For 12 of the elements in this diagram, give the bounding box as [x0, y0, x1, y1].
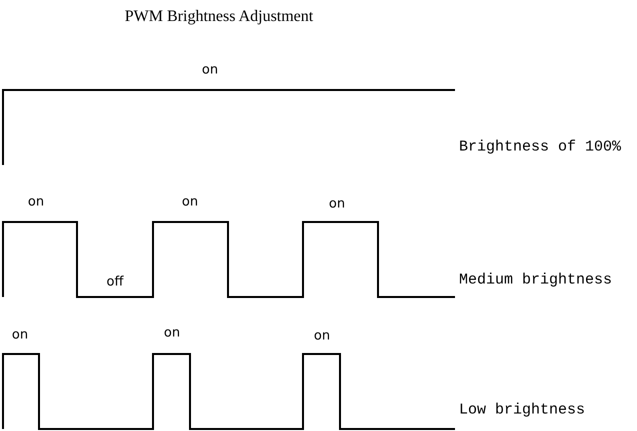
state-label: on — [328, 196, 346, 212]
state-label: on — [12, 328, 28, 342]
brightness-label: Low brightness — [459, 402, 586, 418]
brightness-label: Medium brightness — [459, 272, 612, 288]
state-label: on — [314, 328, 330, 344]
state-label: on — [28, 194, 44, 210]
state-label: on — [164, 326, 180, 340]
state-label: on — [182, 194, 198, 210]
state-label: on — [202, 62, 218, 78]
brightness-label: Brightness of 100% — [459, 138, 622, 156]
diagram-title: PWM Brightness Adjustment — [124, 8, 314, 26]
state-label: off — [106, 274, 124, 290]
